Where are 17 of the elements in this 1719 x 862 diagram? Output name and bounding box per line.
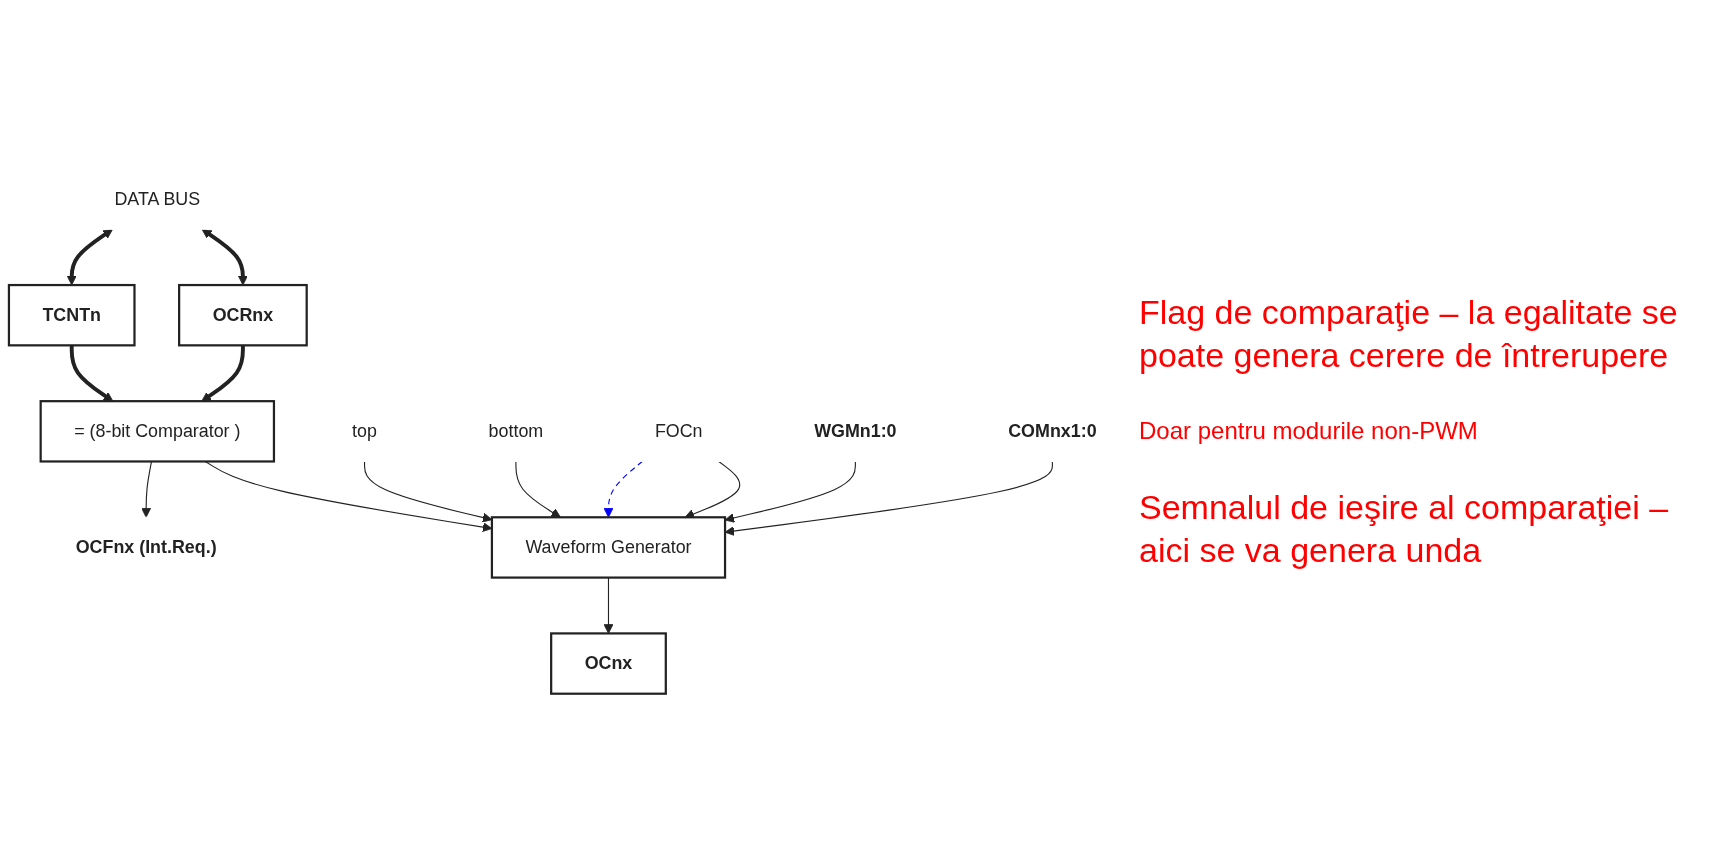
- node-text: OCFnx (Int.Req.): [75, 537, 217, 557]
- arrow: [724, 460, 856, 523]
- node-box: = (8-bit Comparator ): [39, 399, 276, 463]
- node-text: DATA BUS: [114, 188, 201, 208]
- node-box: OCRnx: [178, 283, 308, 347]
- node-text: top: [352, 420, 377, 440]
- arrow: [724, 460, 1053, 536]
- annotation-note: Flag de comparaţie – la egalitate se poate genera cerere de întrerupere: [1139, 292, 1679, 376]
- node-box: OCnx: [550, 631, 667, 695]
- node-text: WGMn1:0: [814, 420, 897, 440]
- node-text: FOCn: [654, 420, 703, 440]
- node-box: Waveform Generator: [490, 515, 727, 579]
- node-text: COMnx1:0: [1008, 420, 1097, 440]
- node-box: TCNTn: [7, 283, 136, 347]
- node-text: bottom: [488, 420, 544, 440]
- annotation-note: Semnalul de ieşire al comparaţiei – aici se va genera unda: [1139, 487, 1670, 571]
- annotation-note: Doar pentru modurile non-PWM: [1139, 416, 1479, 446]
